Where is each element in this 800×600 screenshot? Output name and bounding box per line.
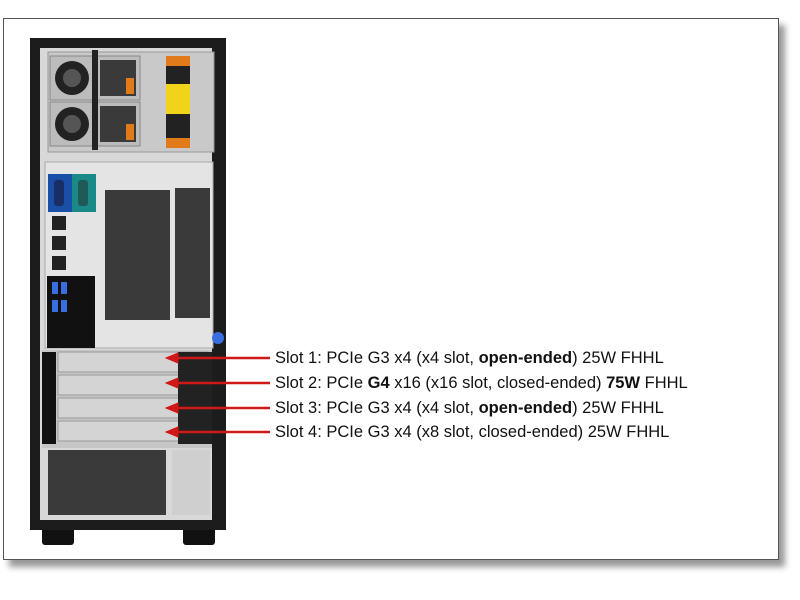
label-part: FHHL — [640, 374, 688, 392]
arrow-slot-2 — [164, 377, 270, 389]
label-part: ) 25W FHHL — [572, 349, 664, 367]
thumbscrew-icon[interactable] — [212, 332, 224, 344]
ethernet-port-1[interactable] — [52, 236, 66, 250]
label-part: Slot 2: PCIe — [275, 374, 368, 392]
slot-3-label: Slot 3: PCIe G3 x4 (x4 slot, open-ended)… — [275, 398, 664, 418]
label-part: ) 25W FHHL — [572, 399, 664, 417]
label-part: x16 (x16 slot, closed-ended) — [389, 374, 607, 392]
arrow-slot-3 — [164, 402, 270, 414]
label-part: 75W — [606, 374, 641, 392]
label-part: open-ended — [478, 349, 573, 367]
usb-port[interactable] — [52, 300, 58, 312]
pcie-slots — [42, 350, 212, 448]
usb-port[interactable] — [61, 282, 67, 294]
label-part: Slot 1: PCIe G3 x4 (x4 slot, — [275, 349, 479, 367]
arrow-slot-4 — [164, 426, 270, 438]
slot-2-label: Slot 2: PCIe G4 x16 (x16 slot, closed-en… — [275, 373, 688, 393]
ethernet-port-2[interactable] — [52, 256, 66, 270]
vent-grille — [175, 188, 210, 318]
ethernet-port-0[interactable] — [52, 216, 66, 230]
vent-grille — [105, 190, 170, 320]
psu-label-panel — [166, 56, 190, 148]
usb-port[interactable] — [61, 300, 67, 312]
label-part: open-ended — [478, 399, 573, 417]
usb-port[interactable] — [52, 282, 58, 294]
vent-grille — [48, 450, 166, 515]
slot-4-label: Slot 4: PCIe G3 x4 (x8 slot, closed-ende… — [275, 422, 669, 442]
label-part: Slot 4: PCIe G3 x4 (x8 slot, closed-ende… — [275, 423, 670, 441]
psu-handle — [92, 50, 98, 150]
label-part: Slot 3: PCIe G3 x4 (x4 slot, — [275, 399, 479, 417]
arrow-slot-1 — [164, 352, 270, 364]
slot-1-label: Slot 1: PCIe G3 x4 (x4 slot, open-ended)… — [275, 348, 664, 368]
label-part: G4 — [367, 374, 390, 392]
